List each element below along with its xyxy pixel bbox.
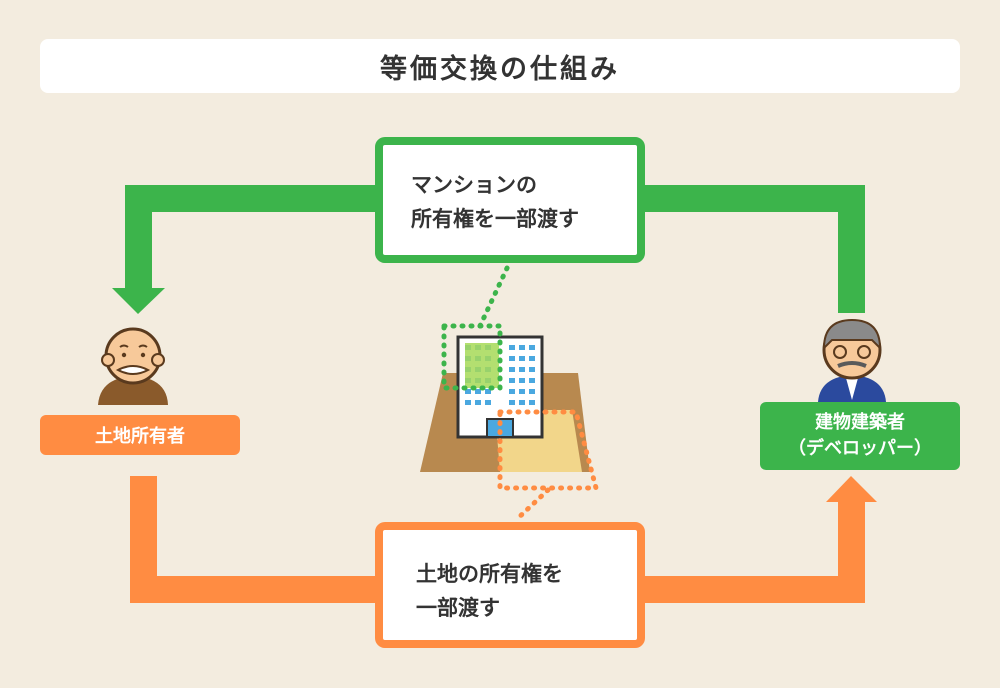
landowner-label-text: 土地所有者 (95, 426, 185, 447)
developer-man-icon (818, 318, 886, 402)
bottom-box-line2: 一部渡す (416, 596, 500, 620)
landowner-elder-icon (98, 327, 168, 405)
bottom-box-line1: 土地の所有権を (416, 562, 563, 586)
down-arrow-icon (112, 288, 165, 314)
landowner-label: 土地所有者 (40, 415, 240, 455)
top-box-line1: マンションの (411, 173, 537, 197)
up-arrow-icon (826, 476, 877, 502)
title-bar: 等価交換の仕組み (40, 39, 960, 93)
developer-label-line2: （デベロッパー） (788, 438, 932, 459)
top-transfer-box: マンションの 所有権を一部渡す (375, 137, 645, 263)
building-on-land-icon (420, 263, 600, 523)
developer-label-line1: 建物建築者 (815, 412, 905, 433)
top-box-line2: 所有権を一部渡す (411, 207, 579, 231)
bottom-transfer-box: 土地の所有権を 一部渡す (375, 522, 645, 648)
developer-label: 建物建築者 （デベロッパー） (760, 402, 960, 470)
page-title: 等価交換の仕組み (380, 53, 620, 85)
